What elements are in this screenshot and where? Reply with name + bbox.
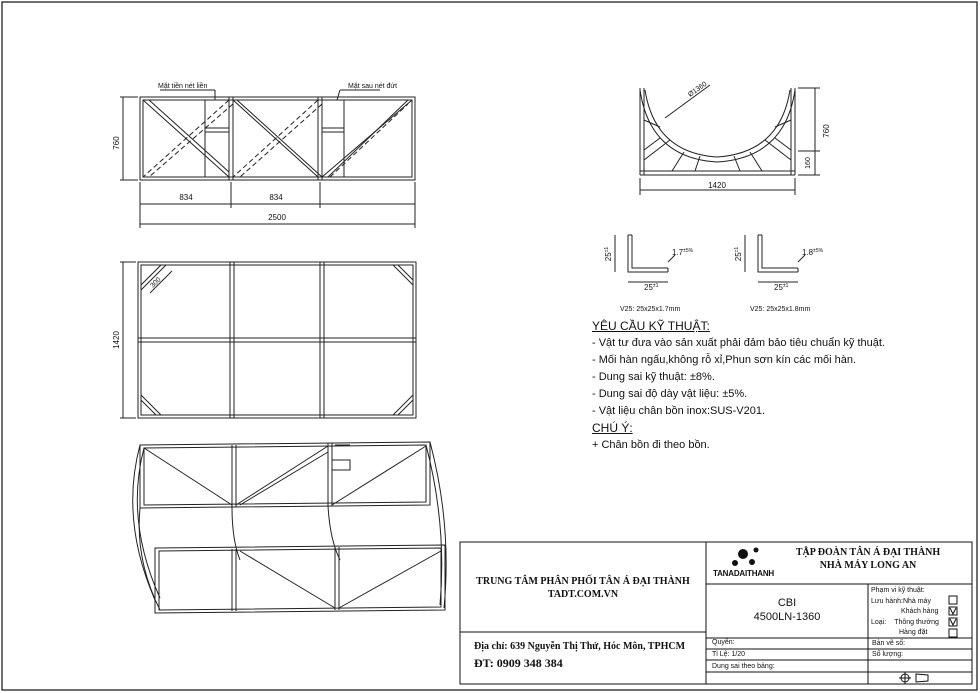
note-item: + Chân bồn đi theo bồn. [592,439,710,451]
isometric-view [132,441,447,614]
company-logo [732,547,759,566]
storage-label: Lưu hành: [871,597,903,605]
requirement-item: - Dung sai kỹ thuật: ±8%. [592,371,715,383]
front-view [120,89,416,228]
profile-2 [744,234,806,283]
product-line1: CBI [777,597,797,609]
factory-name: NHÀ MÁY LONG AN [819,560,917,571]
technical-requirements: YÊU CẦU KỸ THUẬT: - Vật tư đưa vào sản x… [592,318,885,454]
storage-option-factory: Nhà máy [902,597,931,605]
front-note-solid: Mặt tiền nét liền [158,81,208,90]
side-view [639,84,820,195]
profile-1 [614,234,676,283]
side-width-dim: 1420 [708,181,726,190]
front-total-dim: 2500 [268,213,286,222]
side-leg-dim: 160 [805,157,812,169]
front-bay1-dim: 834 [179,193,193,202]
requirement-item: - Dung sai độ dày vật liệu: ±5%. [592,388,748,400]
plan-depth-dim: 1420 [112,331,121,349]
profile-2-height: 25±1 [734,247,743,262]
profile-2-thickness: 1.8±5% [802,248,824,257]
center-name: TRUNG TÂM PHÂN PHỐI TÂN Á ĐẠI THÀNH [476,576,690,587]
requirement-item: - Mối hàn ngấu,không rỗ xỉ,Phun sơn kín … [592,354,857,366]
type-option-normal: Thông thường [894,618,939,626]
drawing-number-label: Bản vẽ số: [872,640,906,647]
storage-option-customer: Khách hàng [901,608,939,615]
company-header: TẬP ĐOÀN TÂN Á ĐẠI THÀNH NHÀ MÁY LONG AN [768,546,968,572]
classification: Phạm vi kỹ thuật: Lưu hành:Nhà máy Khách… [871,586,939,639]
product-line2: 4500LN-1360 [753,611,821,623]
type-label: Loại: [871,618,887,626]
profile-1-thickness: 1.7±5% [672,248,694,257]
front-bay2-dim: 834 [269,193,283,202]
profile-1-label: V25: 25x25x1.7mm [620,306,680,313]
note-title: CHÚ Ý: [592,421,633,435]
tolerance-label: Dung sai theo bảng: [712,663,775,670]
profile-2-width: 25±1 [774,283,789,292]
front-note-dashed: Mặt sau nét đứt [348,83,397,90]
company-name: TẬP ĐOÀN TÂN Á ĐẠI THÀNH [795,547,941,558]
profile-1-height: 25±1 [604,247,613,262]
distribution-center: TRUNG TÂM PHÂN PHỐI TÂN Á ĐẠI THÀNH TADT… [462,575,704,601]
center-website: TADT.COM.VN [547,589,619,600]
side-height-dim: 760 [822,124,831,138]
type-option-custom: Hàng đặt [899,629,928,636]
scale-label: Tỉ Lệ: 1/20 [712,651,746,658]
plan-corner-dim: 300 [149,276,162,289]
product-code: CBI 4500LN-1360 [706,596,868,624]
logo-text: TANADAITHANH [713,569,774,578]
scope-label: Phạm vi kỹ thuật: [871,587,925,594]
profile-1-width: 25±1 [644,283,659,292]
requirement-item: - Vật tư đưa vào sản xuất phải đảm bảo t… [592,337,885,349]
profile-2-label: V25: 25x25x1.8mm [750,306,810,313]
center-address: Địa chỉ: 639 Nguyễn Thị Thử, Hóc Môn, TP… [474,641,686,652]
requirements-title: YÊU CẦU KỸ THUẬT: [592,319,710,333]
front-height-dim: 760 [112,136,121,150]
title-block-grid [459,541,973,685]
quantity-label: Số lượng: [872,651,904,658]
permission-label: Quyền: [712,639,735,646]
center-phone: ĐT: 0909 348 384 [474,656,563,670]
plan-view [120,261,417,419]
side-diameter-dim: Ø1360 [687,81,708,99]
requirement-item: - Vật liệu chân bồn inox:SUS-V201. [592,405,766,417]
